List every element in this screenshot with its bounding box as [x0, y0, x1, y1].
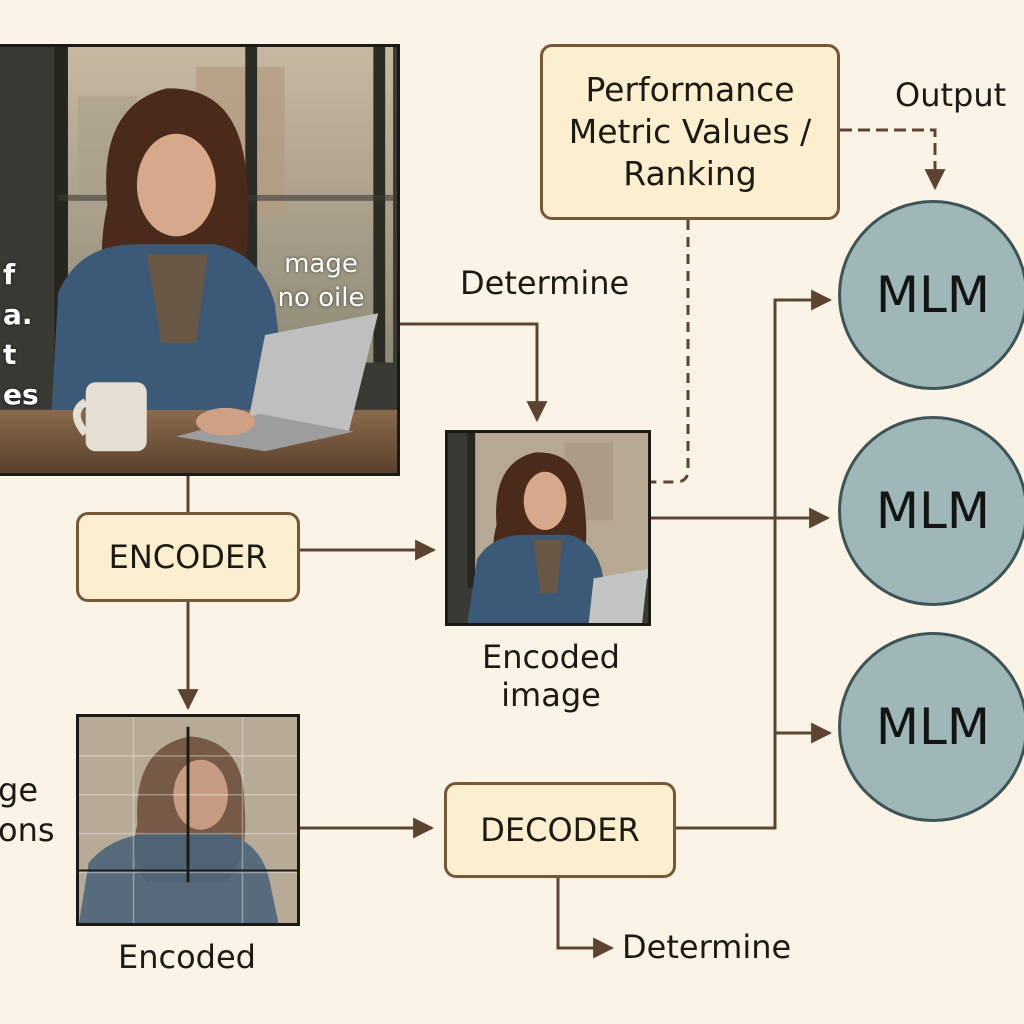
arrow-decoder-trunk: [676, 289, 833, 830]
encoded-bottom-image-illustration: [79, 717, 297, 923]
encoded-bottom-caption: Encoded: [118, 938, 256, 976]
encoded-bottom-image: [76, 714, 300, 926]
determine-label-bottom: Determine: [622, 928, 792, 966]
edge-fragment-1: f: [3, 258, 16, 291]
encoded-image-illustration: [448, 433, 648, 623]
edge-fragment-3: t: [3, 338, 17, 371]
metric-box: Performance Metric Values / Ranking: [540, 44, 840, 220]
photo-left-edge-text: f a. t es: [3, 255, 39, 415]
metric-line-1: Performance: [585, 70, 795, 109]
determine-label-top: Determine: [460, 264, 630, 302]
encoder-label: ENCODER: [108, 538, 268, 576]
arrow-metric-to-mlm-1: [840, 128, 946, 191]
left-fragment-label: ge ons: [0, 770, 55, 850]
mlm-node-3-label: MLM: [875, 698, 991, 756]
metric-line-2: Metric Values /: [568, 112, 812, 151]
encoded-image-caption-line-1: Encoded: [482, 638, 620, 676]
dashed-link-metric-to-encoded-image: [651, 220, 690, 484]
metric-line-3: Ranking: [623, 154, 757, 193]
left-fragment-line-1: ge: [0, 771, 38, 809]
encoded-image-caption-line-2: image: [501, 676, 601, 714]
arrow-decoder-to-determine: [556, 878, 615, 959]
edge-fragment-4: es: [3, 378, 39, 411]
edge-fragment-2: a.: [3, 298, 33, 331]
encoded-image-caption: Encoded image: [468, 638, 634, 714]
mlm-node-1-label: MLM: [875, 266, 991, 324]
encoder-box: ENCODER: [76, 512, 300, 602]
encoded-image: [445, 430, 651, 626]
mlm-node-1: MLM: [838, 200, 1024, 390]
input-image: mage no oile f a. t es: [0, 44, 400, 476]
mlm-node-2: MLM: [838, 416, 1024, 606]
arrow-photo-to-encoded-image: [400, 322, 548, 423]
mlm-node-2-label: MLM: [875, 482, 991, 540]
photo-overlay-line-2: no oile: [277, 283, 365, 313]
output-label: Output: [895, 76, 1007, 114]
photo-overlay-line-1: mage: [284, 249, 358, 279]
photo-overlay-text: mage no oile: [271, 247, 371, 315]
left-fragment-line-2: ons: [0, 811, 55, 849]
input-image-illustration: [0, 47, 397, 473]
mlm-node-3: MLM: [838, 632, 1024, 822]
decoder-label: DECODER: [480, 811, 640, 849]
decoder-box: DECODER: [444, 782, 676, 878]
